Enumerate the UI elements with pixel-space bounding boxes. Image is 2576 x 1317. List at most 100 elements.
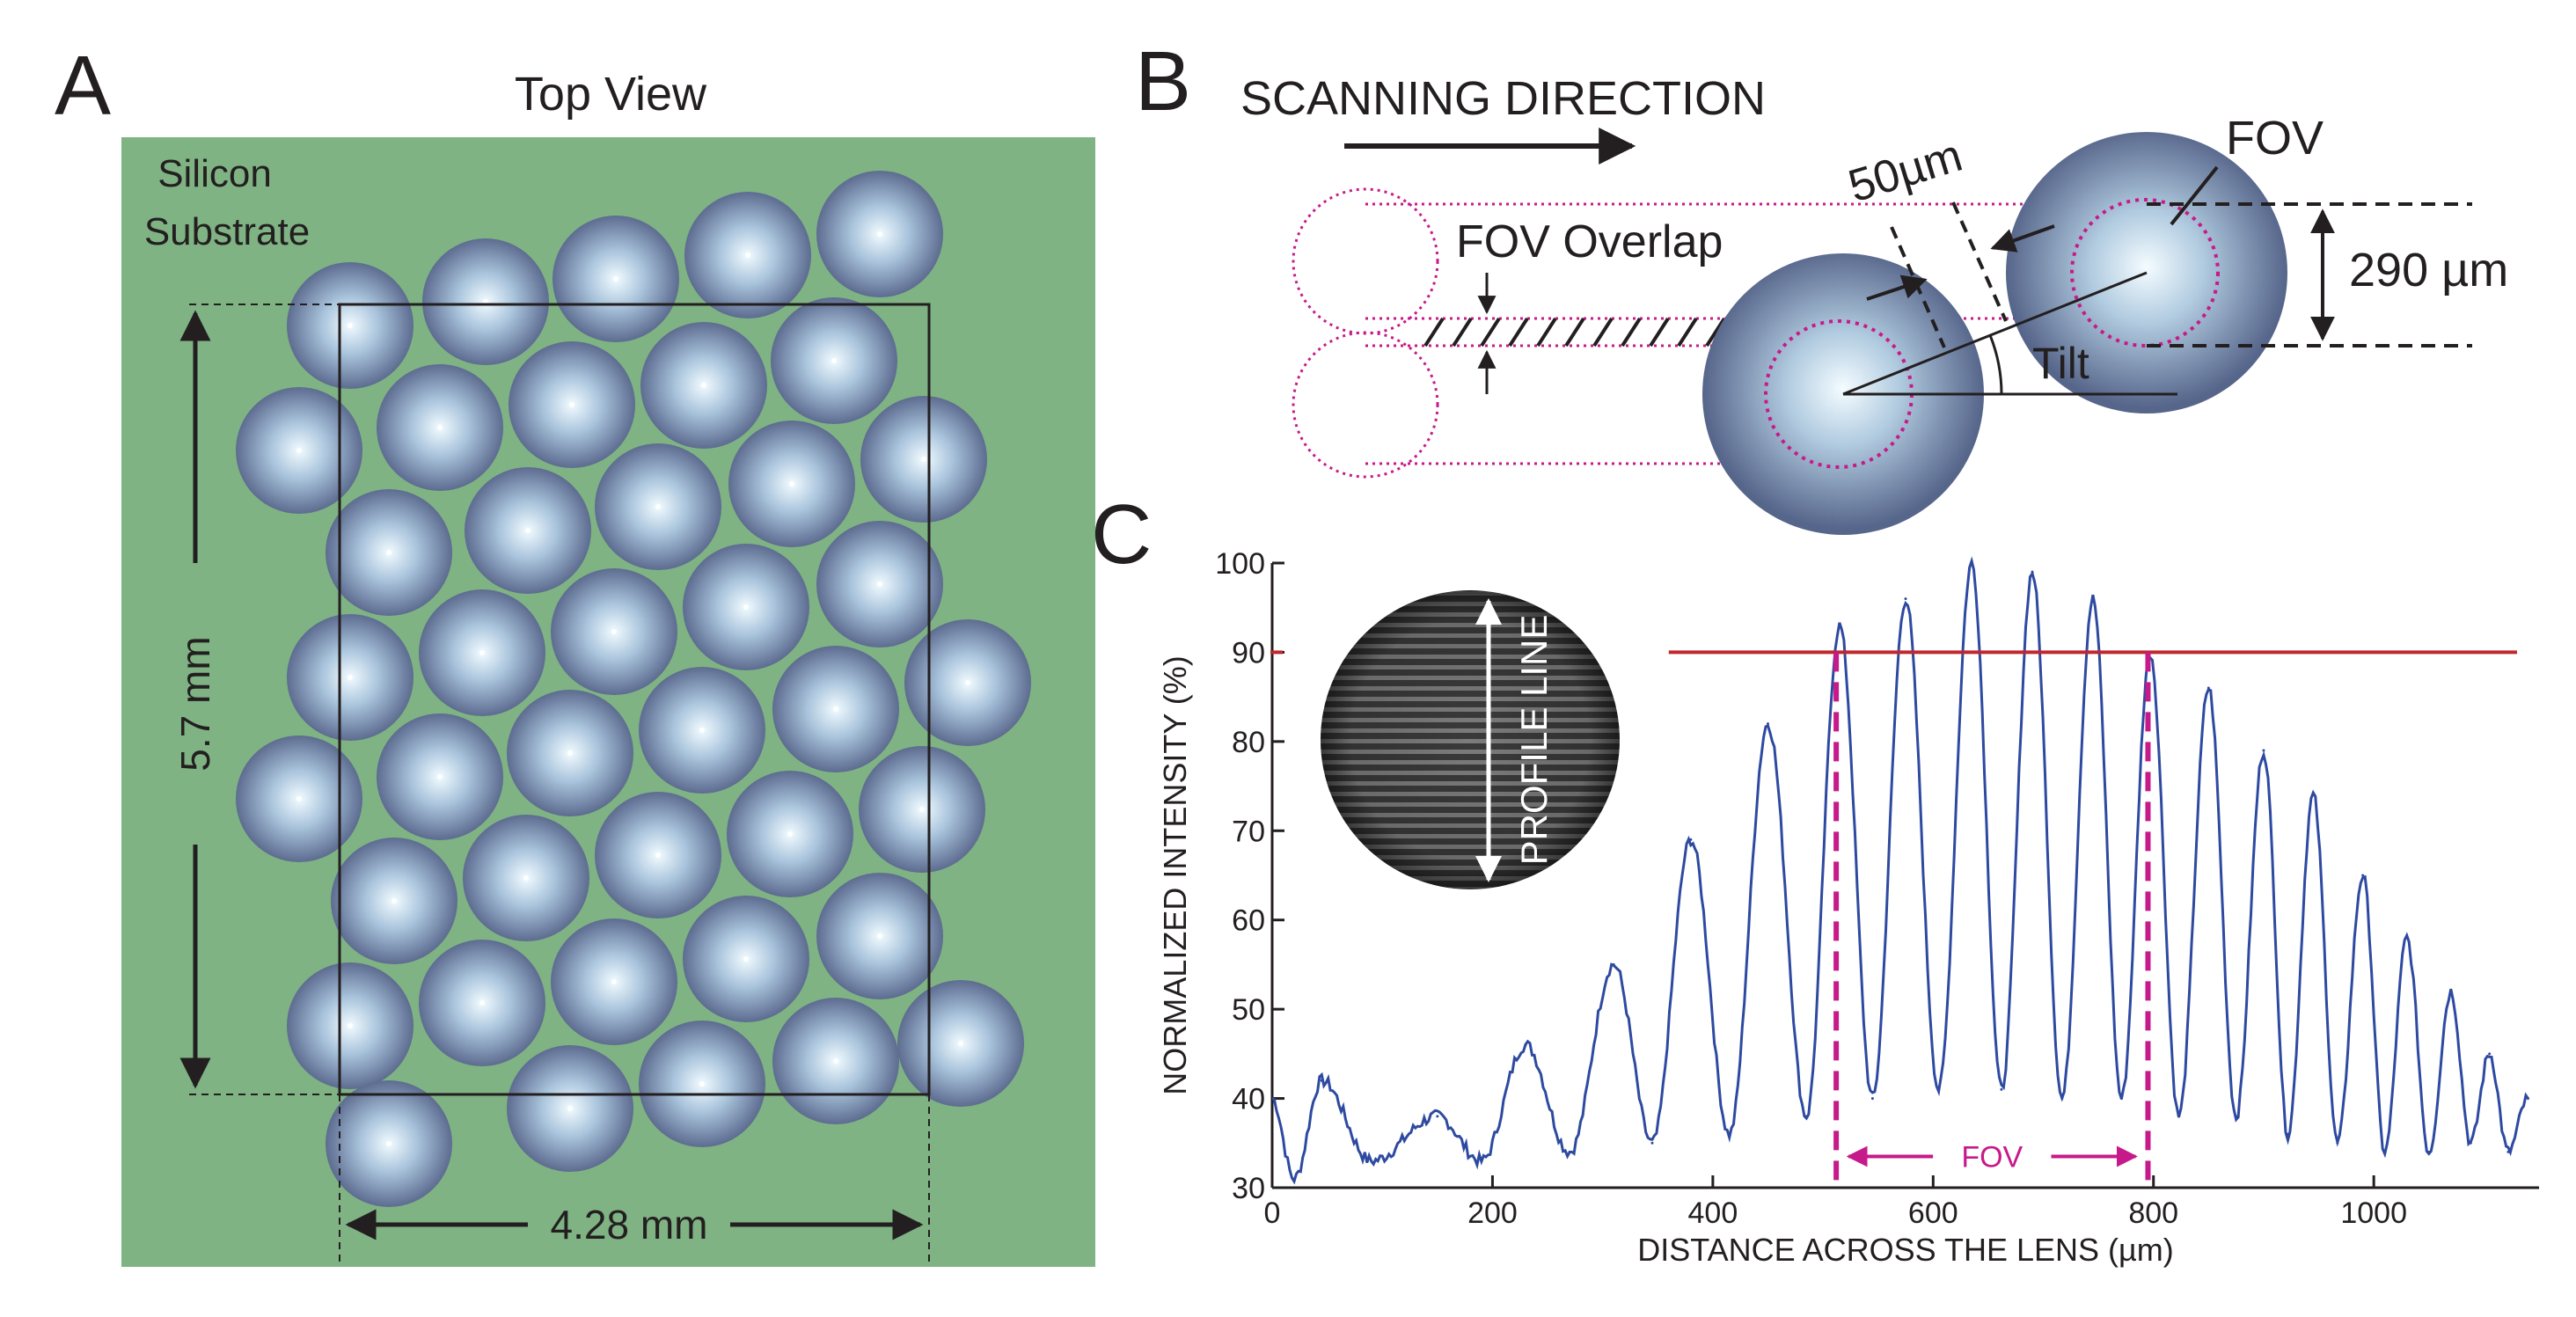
substrate-label-line1: Silicon [157, 152, 272, 195]
peak-point [2311, 794, 2315, 797]
y-tick-label: 80 [1232, 726, 1265, 759]
x-tick-label: 600 [1908, 1196, 1958, 1230]
lens-center-dot [613, 276, 618, 282]
trough-point [1804, 1115, 1808, 1118]
lens-center-dot [743, 604, 749, 610]
width-dimension-label: 4.28 mm [551, 1202, 708, 1247]
fov-overlap-label: FOV Overlap [1456, 216, 1723, 267]
x-axis-label: DISTANCE ACROSS THE LENS (µm) [1637, 1232, 2174, 1268]
lens-center-dot [958, 1041, 963, 1046]
annotation-layer: FOV [1270, 650, 2517, 1188]
lens-center-dot [479, 650, 485, 655]
trough-point [1870, 1097, 1874, 1101]
trough-point [1937, 1087, 1941, 1091]
lens-center-dot [831, 358, 837, 363]
lens-center-dot [392, 898, 397, 904]
lens-center-dot [743, 956, 749, 962]
scanning-direction-label: SCANNING DIRECTION [1240, 72, 1766, 125]
lens-center-dot [787, 831, 793, 837]
fov-circle-row1 [1292, 187, 1439, 335]
y-tick-label: 90 [1232, 636, 1265, 669]
height-dimension-label: 5.7 mm [172, 636, 218, 771]
y-tick-label: 60 [1232, 904, 1265, 938]
lens-center-dot [833, 706, 838, 712]
peak-point [2206, 686, 2210, 690]
lens-center-dot [655, 852, 661, 858]
fov-leader-line [2170, 165, 2219, 226]
lens-center-dot [296, 796, 302, 801]
spacing-arrow-right [1990, 224, 2055, 252]
y-tick-label: 40 [1232, 1083, 1265, 1116]
intensity-profile-series [1272, 556, 2529, 1185]
lens-center-dot [699, 1081, 705, 1087]
fov-circle-right-lens [2070, 198, 2220, 348]
lens-center-dot [611, 629, 617, 634]
peak-point [1320, 1079, 1323, 1082]
x-tick-label: 800 [2128, 1196, 2178, 1230]
panel-a: A Top View Silicon Substrate 5.7 mm 4.28… [55, 39, 1095, 1267]
lens-center-dot [833, 1058, 838, 1064]
spacing-label: 50µm [1843, 130, 1968, 213]
lens-center-dot [567, 750, 573, 756]
lens-center-dot [386, 550, 392, 555]
peak-point [2449, 990, 2453, 993]
profile-line-label: PROFILE LINE [1513, 615, 1555, 866]
lens-center-dot [296, 448, 302, 453]
trough-point [1370, 1160, 1373, 1163]
peak-point [2361, 874, 2365, 877]
trough-point [1480, 1160, 1483, 1163]
substrate-label-line2: Substrate [144, 210, 310, 253]
trough-point [2060, 1097, 2064, 1101]
spacing-arrow-left [1866, 274, 1928, 301]
panel-a-letter: A [55, 39, 111, 133]
panel-b-letter: B [1135, 34, 1191, 128]
trough-point [2336, 1141, 2339, 1145]
lens-center-dot [523, 875, 529, 881]
peak-point [1612, 962, 1615, 966]
peak-point [2405, 936, 2409, 940]
trough-point [1728, 1132, 1731, 1136]
tilt-label: Tilt [2032, 339, 2089, 388]
trough-point [1292, 1177, 1296, 1181]
lens-center-dot [789, 481, 794, 487]
lens-center-dot [437, 774, 443, 779]
lens-center-dot [745, 252, 750, 258]
trough-point [2383, 1150, 2387, 1153]
lens-center-dot [919, 807, 925, 812]
peak-point [1904, 597, 1907, 601]
spacing-guide-2 [1951, 201, 2008, 322]
trough-point [2506, 1150, 2510, 1153]
die-outline [338, 303, 931, 1096]
lens-image-inset: PROFILE LINE [1321, 590, 1620, 889]
peak-point [1970, 561, 1973, 565]
trough-point [1272, 1097, 1274, 1101]
y-tick-label: 50 [1232, 993, 1265, 1027]
trough-point [1650, 1141, 1654, 1145]
peak-point [2526, 1097, 2529, 1101]
lens-center-dot [877, 933, 882, 939]
lens-center-dot [921, 457, 926, 462]
lens-center-dot [437, 425, 443, 430]
trough-point [2177, 1115, 2181, 1118]
fov-label: FOV [2226, 112, 2324, 165]
peak-point [2262, 749, 2265, 752]
x-tick-label: 0 [1264, 1196, 1281, 1230]
peak-point [1689, 838, 1693, 841]
peak-point [1524, 1043, 1527, 1047]
panel-c-letter: C [1091, 487, 1152, 582]
x-tick-label: 200 [1467, 1196, 1518, 1230]
series-layer [1272, 556, 2529, 1185]
y-tick-label: 70 [1232, 815, 1265, 848]
lens-center-dot [699, 728, 705, 733]
lens-center-dot [348, 1023, 353, 1028]
peak-point [1436, 1115, 1439, 1118]
x-tick-label: 1000 [2340, 1196, 2407, 1230]
lens-center-dot [701, 383, 706, 388]
lens-center-dot [386, 1141, 392, 1146]
lens-center-dot [877, 582, 882, 587]
